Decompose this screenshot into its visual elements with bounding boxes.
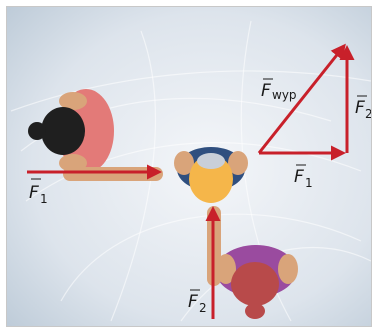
label-f-resultant: F wyp	[261, 78, 297, 102]
svg-text:F: F	[261, 81, 271, 101]
skater-left-arm	[63, 167, 163, 181]
triangle-resultant-arrow	[257, 43, 346, 154]
skater-left	[28, 89, 163, 181]
svg-text:2: 2	[199, 301, 207, 315]
skater-bottom-bun	[245, 303, 265, 319]
skater-bottom-hair	[231, 262, 279, 306]
skater-bottom	[207, 206, 298, 319]
svg-text:F: F	[188, 292, 198, 312]
label-f1-triangle: F 1	[294, 164, 313, 190]
svg-text:2: 2	[365, 107, 372, 121]
svg-text:1: 1	[305, 176, 313, 190]
svg-text:F: F	[29, 183, 39, 203]
svg-text:wyp: wyp	[272, 88, 297, 102]
skater-left-hair	[41, 107, 85, 155]
skater-center	[174, 147, 248, 203]
skater-left-bun	[28, 122, 46, 140]
force-diagram: F 1 F 2 F wyp F 1 F 2	[7, 7, 372, 326]
label-f1-left: F 1	[29, 178, 48, 206]
svg-text:F: F	[294, 167, 304, 187]
label-f2-bottom: F 2	[188, 289, 207, 315]
skater-left-shoulder	[59, 92, 87, 110]
svg-text:1: 1	[40, 192, 48, 206]
svg-text:F: F	[355, 98, 365, 118]
skater-center-helmet	[197, 153, 225, 169]
skater-center-shoulder	[228, 151, 248, 175]
skater-bottom-shoulder	[278, 254, 298, 284]
vector-triangle	[257, 43, 355, 161]
skater-center-hair	[189, 155, 233, 203]
label-f2-triangle: F 2	[355, 95, 372, 121]
skater-center-shoulder	[174, 151, 194, 175]
figure-frame: F 1 F 2 F wyp F 1 F 2	[6, 6, 372, 327]
